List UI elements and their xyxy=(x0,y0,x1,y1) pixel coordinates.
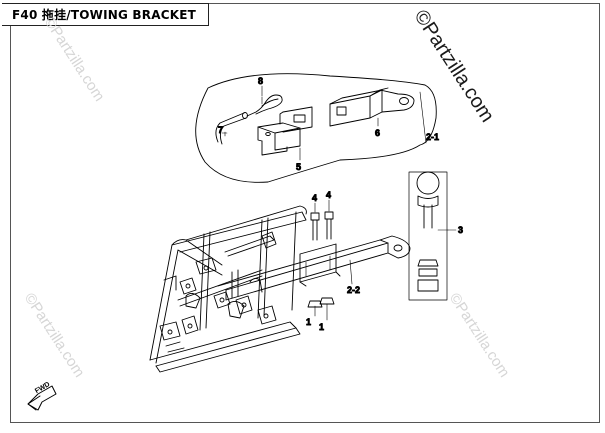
hitch-ball-part-3 xyxy=(408,171,448,301)
draw-bar-part-2-2 xyxy=(217,235,411,301)
diagram-frame xyxy=(10,3,600,423)
diagram-title: F40 拖挂/TOWING BRACKET xyxy=(12,8,196,22)
bolt-part-4 xyxy=(324,199,334,240)
callout-1-left: 1 xyxy=(306,317,311,327)
callout-3: 3 xyxy=(458,225,463,235)
receiver-bracket-part-5 xyxy=(257,106,313,156)
callout-6: 6 xyxy=(375,128,380,138)
callout-4-right: 4 xyxy=(326,190,331,200)
callout-2-2: 2-2 xyxy=(347,285,360,295)
fwd-arrow-icon xyxy=(27,385,57,411)
assembly-2-1-bubble xyxy=(195,73,437,183)
callout-7: 7 xyxy=(218,125,223,135)
bolt-part-4 xyxy=(310,202,320,241)
callout-1-right: 1 xyxy=(319,322,324,332)
callout-4-left: 4 xyxy=(312,193,317,203)
callout-5: 5 xyxy=(296,162,301,172)
nut-part-1 xyxy=(307,300,323,308)
title-box: F40 拖挂/TOWING BRACKET xyxy=(2,3,209,26)
hitch-pin-part-7 xyxy=(215,112,248,145)
callout-2-1: 2-1 xyxy=(426,132,439,142)
hitch-pin-part-8 xyxy=(246,85,283,117)
leader-lines xyxy=(224,91,457,321)
nut-part-1 xyxy=(319,297,335,305)
receiver-tube-part-6 xyxy=(329,87,415,127)
vehicle-frame xyxy=(149,205,307,373)
callout-8: 8 xyxy=(258,76,263,86)
